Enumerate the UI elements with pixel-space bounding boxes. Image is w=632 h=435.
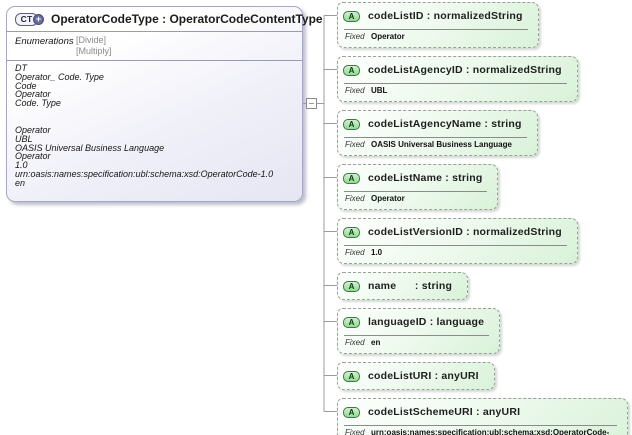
fixed-label: Fixed [345,338,365,347]
attribute-icon: A [343,316,360,328]
attribute-header: A codeListAgencyName : string [338,111,537,137]
attribute-box[interactable]: A codeListURI : anyURI [337,362,495,390]
attribute-box[interactable]: A codeListSchemeURI : anyURI Fixed urn:o… [337,398,628,435]
fixed-label: Fixed [345,86,365,95]
attribute-icon: A [343,64,360,76]
attribute-header: A codeListID : normalizedString [338,3,538,29]
attribute-icon: A [343,172,360,184]
attribute-header: A name : string [338,273,467,299]
attribute-fixed-row: Fixed en [344,335,490,353]
attribute-label: codeListSchemeURI : anyURI [368,406,521,418]
attribute-label: codeListAgencyID : normalizedString [368,64,562,76]
attribute-header: A codeListName : string [338,165,497,191]
attribute-box[interactable]: A codeListName : string Fixed Operator [337,164,499,210]
type-detail-line: en [15,177,26,188]
attribute-box[interactable]: A codeListAgencyID : normalizedString Fi… [337,56,578,102]
attribute-header: A codeListVersionID : normalizedString [338,219,577,245]
fixed-value: Operator [371,194,405,203]
attribute-label: codeListID : normalizedString [368,10,523,22]
attribute-label: codeListVersionID : normalizedString [368,226,562,238]
attribute-icon: A [343,10,360,22]
attribute-fixed-row: Fixed urn:oasis:names:specification:ubl:… [344,425,617,435]
type-detail-line: Operator [15,124,51,135]
fixed-label: Fixed [345,248,365,257]
type-detail-line: urn:oasis:names:specification:ubl:schema… [15,168,274,179]
fixed-label: Fixed [345,32,365,41]
expand-plus-icon: + [33,13,44,25]
enumerations-row: Enumerations [Divide] [Multiply] [7,32,302,61]
enumerations-label: Enumerations [15,36,74,47]
attribute-fixed-row: Fixed OASIS Universal Business Language [344,137,527,155]
complex-type-header: CT + OperatorCodeType : OperatorCodeCont… [7,7,323,32]
type-detail-line: Operator [15,151,51,162]
attribute-label: codeListAgencyName : string [368,118,522,130]
type-detail-line: OASIS Universal Business Language [15,142,165,153]
type-detail-line: UBL [15,133,33,144]
fixed-label: Fixed [345,194,365,203]
attribute-box[interactable]: A languageID : language Fixed en [337,308,501,354]
attribute-label: codeListURI : anyURI [368,370,479,382]
fixed-value: Operator [371,32,405,41]
complex-type-box[interactable]: CT + OperatorCodeType : OperatorCodeCont… [6,6,323,202]
type-detail-line: Code [15,80,37,91]
type-detail-line: Code. Type [15,98,61,109]
collapse-toggle-icon[interactable] [306,98,317,109]
attribute-header: A languageID : language [338,309,499,335]
attribute-fixed-row: Fixed 1.0 [344,245,567,263]
fixed-value: UBL [371,86,388,95]
attribute-label: name : string [368,280,453,292]
fixed-value: 1.0 [371,248,383,257]
attribute-icon: A [343,406,360,418]
attribute-icon: A [343,226,360,238]
type-detail-line: Operator [15,89,51,100]
attribute-fixed-row: Fixed Operator [344,29,528,47]
fixed-label: Fixed [345,140,365,149]
attribute-header: A codeListSchemeURI : anyURI [338,399,627,425]
complex-type-icon: CT + [15,12,44,26]
enumeration-tag: [Divide] [76,35,107,45]
attribute-fixed-row: Fixed Operator [344,191,488,209]
attribute-icon: A [343,370,360,382]
enumeration-tag: [Multiply] [76,46,112,56]
attribute-fixed-row: Fixed UBL [344,83,567,101]
type-detail-line: Operator_ Code. Type [15,71,104,82]
attribute-box[interactable]: A name : string [337,272,469,300]
enumeration-tags: [Divide] [Multiply] [76,35,112,57]
attribute-box[interactable]: A codeListAgencyName : string Fixed OASI… [337,110,538,156]
attribute-label: codeListName : string [368,172,483,184]
fixed-value: en [371,338,381,347]
fixed-value: urn:oasis:names:specification:ubl:schema… [371,428,610,435]
attribute-list: A codeListID : normalizedString Fixed Op… [337,2,628,435]
fixed-value: OASIS Universal Business Language [371,140,512,149]
type-detail-line: DT [15,63,27,73]
type-detail-line: 1.0 [15,160,28,171]
fixed-label: Fixed [345,428,365,435]
complex-type-title: OperatorCodeType : OperatorCodeContentTy… [51,12,323,26]
attribute-label: languageID : language [368,316,485,328]
attribute-box[interactable]: A codeListVersionID : normalizedString F… [337,218,578,264]
attribute-header: A codeListAgencyID : normalizedString [338,57,577,83]
attribute-icon: A [343,280,360,292]
attribute-icon: A [343,118,360,130]
attribute-header: A codeListURI : anyURI [338,363,494,389]
attribute-box[interactable]: A codeListID : normalizedString Fixed Op… [337,2,539,48]
